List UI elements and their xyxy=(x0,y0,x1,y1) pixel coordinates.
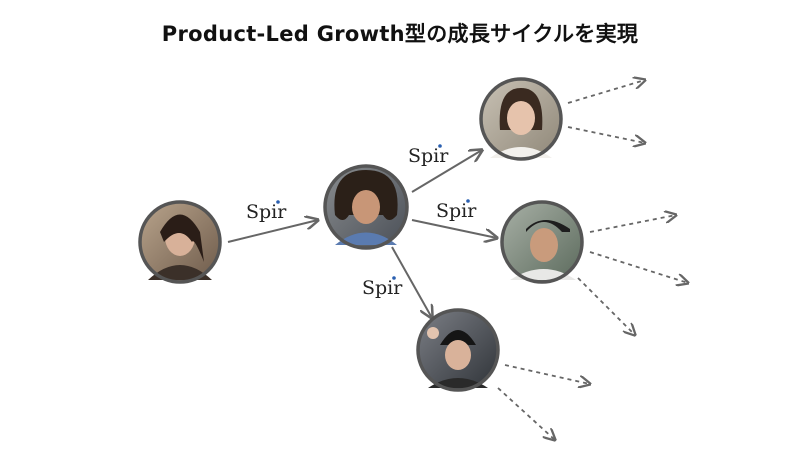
dashed-arrow xyxy=(577,277,635,335)
dashed-arrow xyxy=(504,364,590,384)
node-second-user xyxy=(323,164,409,250)
svg-text:Spir: Spir xyxy=(362,277,403,299)
svg-text:Spir: Spir xyxy=(246,201,287,223)
dashed-arrow xyxy=(567,126,645,143)
spir-logo: Spir xyxy=(408,144,449,167)
svg-text:Spir: Spir xyxy=(436,200,477,222)
spir-logo: Spir xyxy=(362,276,403,299)
svg-text:Spir: Spir xyxy=(408,145,449,167)
dashed-arrow xyxy=(589,215,676,233)
page-title: Product-Led Growth型の成長サイクルを実現 xyxy=(161,22,639,46)
node-origin-user xyxy=(138,200,222,284)
arrow-second-to-bottom xyxy=(391,246,432,318)
dashed-arrow xyxy=(497,387,555,440)
dashed-arrow xyxy=(567,80,645,104)
spir-logo: Spir xyxy=(246,200,287,223)
arrow-origin-to-second xyxy=(227,220,318,243)
arrow-second-to-top xyxy=(411,150,482,193)
node-third-user-bottom xyxy=(416,308,500,392)
spir-logo: Spir xyxy=(436,199,477,222)
arrow-second-to-right xyxy=(411,219,497,238)
node-third-user-top xyxy=(479,77,563,161)
node-third-user-right xyxy=(500,200,584,284)
dashed-arrow xyxy=(589,251,688,283)
